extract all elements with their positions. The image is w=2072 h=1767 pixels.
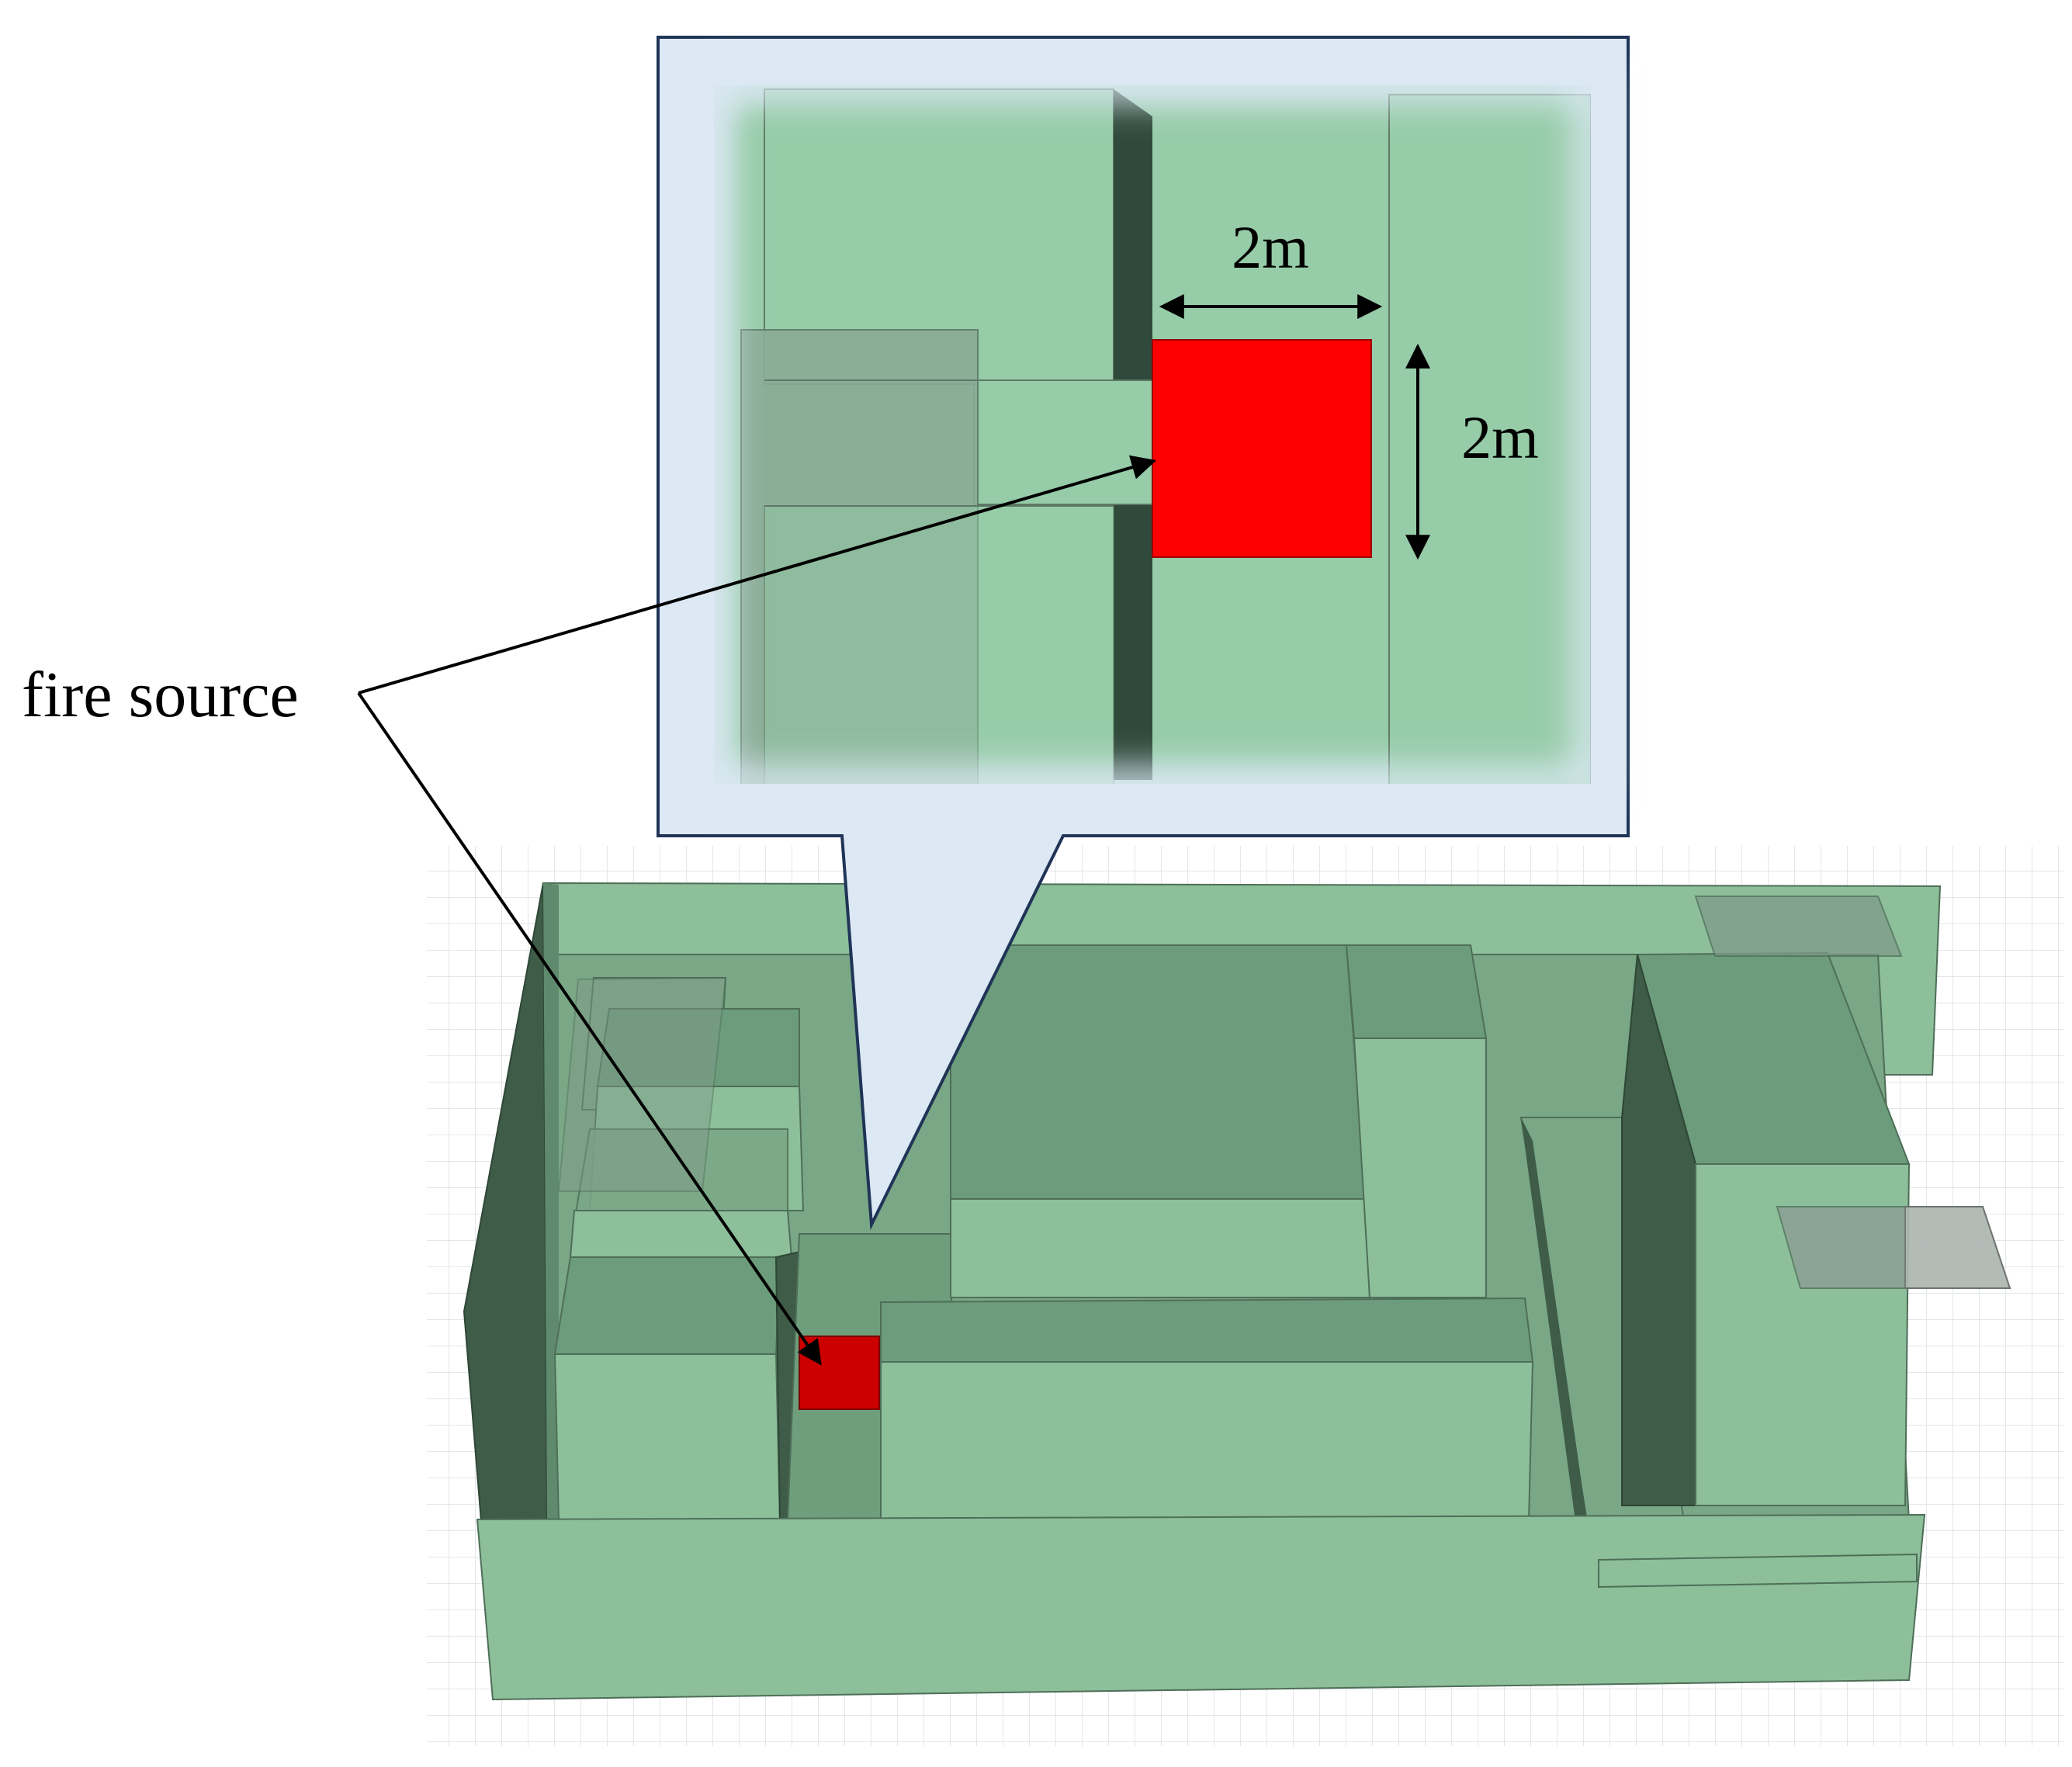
height-dimension-label: 2m bbox=[1461, 404, 1539, 471]
fire-source-zoomed bbox=[1152, 339, 1372, 558]
fire-source-leaders bbox=[357, 455, 1157, 1366]
width-dimension-label: 2m bbox=[1232, 213, 1309, 281]
zoom-callout: 2m 2m bbox=[657, 36, 1630, 1231]
building-model bbox=[463, 882, 2011, 1701]
fire-source-marker bbox=[799, 1336, 880, 1410]
zoom-detail bbox=[722, 88, 1591, 784]
fire-source-label: fire source bbox=[22, 659, 299, 731]
